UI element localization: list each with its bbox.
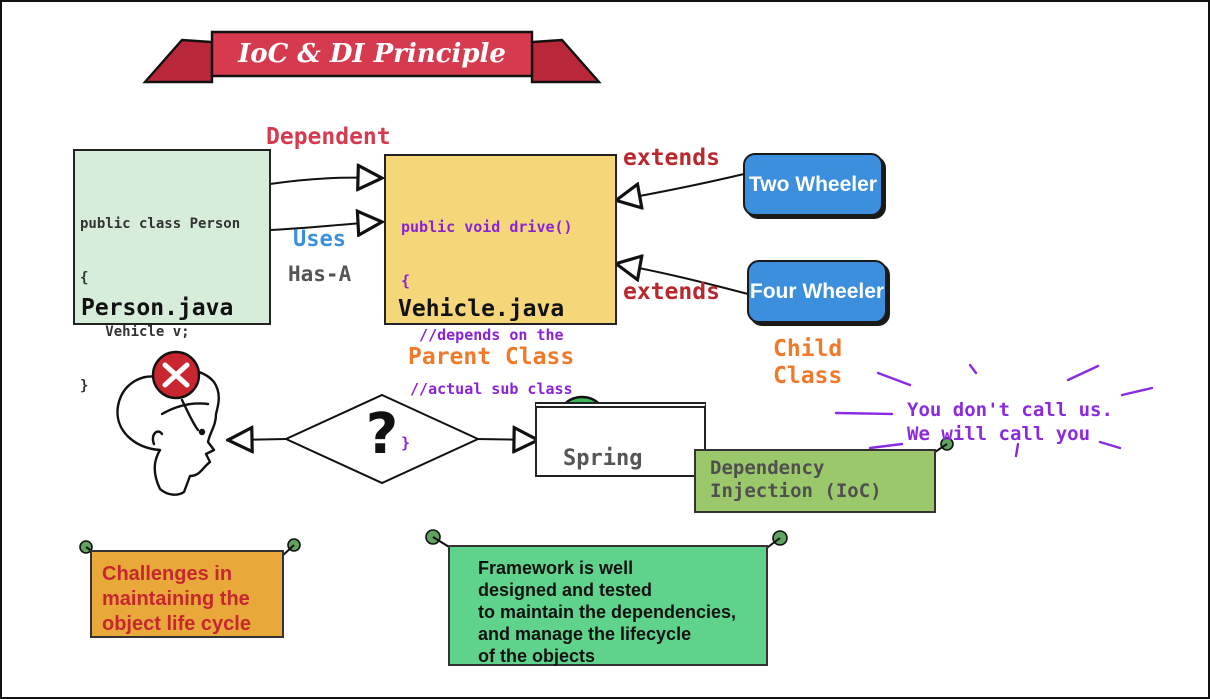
spring-label: Spring	[563, 446, 643, 471]
person-filename: Person.java	[81, 295, 234, 321]
challenges-note: Challenges in maintaining the object lif…	[90, 550, 284, 638]
dependency-injection-note: Dependency Injection (IoC)	[694, 449, 936, 513]
parent-class-label: Parent Class	[408, 344, 575, 370]
spring-container-box: Spring	[535, 402, 706, 477]
framework-note: Framework is well designed and tested to…	[448, 545, 768, 666]
person-code: public class Person { Vehicle v; }	[80, 216, 241, 394]
two-wheeler-button[interactable]: Two Wheeler	[743, 153, 883, 216]
child-class-label: Child Class	[773, 336, 843, 389]
di-note-text: Dependency Injection (IoC)	[710, 457, 882, 502]
has-a-label: Has-A	[288, 262, 352, 286]
decision-diamond	[283, 393, 481, 485]
vehicle-class-box: public void drive() { //depends on the /…	[384, 154, 617, 452]
vehicle-filename: Vehicle.java	[398, 296, 565, 322]
uses-arrow	[269, 222, 380, 230]
decision-to-person-arrow	[230, 439, 287, 440]
four-wheeler-extends-arrow	[618, 264, 749, 295]
framework-note-text: Framework is well designed and tested to…	[478, 558, 737, 666]
dependent-arrow	[269, 178, 380, 184]
page-title: IoC & DI Principle	[238, 39, 506, 69]
four-wheeler-button[interactable]: Four Wheeler	[747, 260, 887, 323]
two-wheeler-extends-arrow	[618, 173, 745, 200]
vehicle-code: public void drive() { //depends on the /…	[401, 218, 573, 452]
person-class-box: public class Person { Vehicle v; } Perso…	[73, 149, 271, 394]
quote-emphasis-strokes	[834, 363, 1154, 458]
ioc-quote: You don't call us. We will call you	[907, 399, 1113, 445]
extends-bottom-label: extends	[623, 279, 720, 305]
confused-person-drawing	[116, 369, 220, 496]
decision-to-spring-arrow	[475, 439, 536, 440]
challenges-note-text: Challenges in maintaining the object lif…	[102, 563, 251, 635]
uses-label: Uses	[293, 227, 346, 252]
dependent-label: Dependent	[266, 124, 391, 150]
decision-question-mark: ?	[365, 402, 399, 467]
error-x-icon	[151, 350, 201, 400]
extends-top-label: extends	[623, 145, 720, 171]
